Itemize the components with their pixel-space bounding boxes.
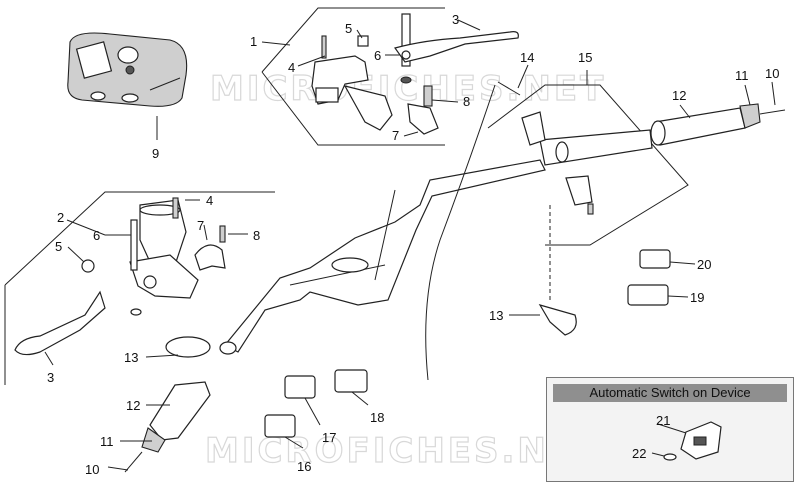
leader-22 <box>651 452 665 457</box>
callout-15: 15 <box>578 50 592 65</box>
callout-4b: 4 <box>206 193 213 208</box>
callout-16: 16 <box>297 459 311 474</box>
callout-12b: 12 <box>126 398 140 413</box>
callout-17: 17 <box>322 430 336 445</box>
cable-end <box>497 81 521 96</box>
throttle-cable <box>425 84 496 381</box>
switch-19 <box>627 284 669 306</box>
frame-1-top <box>261 7 445 73</box>
switch-18 <box>334 369 368 393</box>
callout-10b: 10 <box>85 462 99 477</box>
callouts: 1 2 3 3 4 4 5 5 6 6 7 7 8 8 9 10 10 11 1… <box>47 12 779 477</box>
callout-13a: 13 <box>489 308 503 323</box>
callout-5b: 5 <box>55 239 62 254</box>
frame-1-bottom <box>261 71 445 146</box>
device-washer <box>663 453 677 461</box>
callout-2: 2 <box>57 210 64 225</box>
leader-21 <box>657 423 687 434</box>
callout-1: 1 <box>250 34 257 49</box>
inset-title: Automatic Switch on Device <box>553 384 787 402</box>
callout-7b: 7 <box>197 218 204 233</box>
device-connector <box>693 436 707 446</box>
watermark-bottom: MICROFICHES.NET <box>205 431 601 471</box>
callout-10a: 10 <box>765 66 779 81</box>
callout-6a: 6 <box>374 48 381 63</box>
callout-22: 22 <box>632 446 646 461</box>
cam-left <box>165 336 211 358</box>
callout-12a: 12 <box>672 88 686 103</box>
callout-3b: 3 <box>47 370 54 385</box>
switch-16 <box>264 414 296 438</box>
callout-8a: 8 <box>463 94 470 109</box>
callout-11b: 11 <box>100 434 114 449</box>
callout-11a: 11 <box>735 68 749 83</box>
callout-5a: 5 <box>345 21 352 36</box>
leader-lines <box>44 19 776 471</box>
callout-21: 21 <box>656 413 670 428</box>
callout-4a: 4 <box>288 60 295 75</box>
switch-20 <box>639 249 671 269</box>
callout-7a: 7 <box>392 128 399 143</box>
cam-right <box>538 304 577 336</box>
right-grip-assembly <box>521 103 786 215</box>
watermark-top: MICROFICHES.NET <box>210 69 606 109</box>
callout-14: 14 <box>520 50 534 65</box>
callout-13b: 13 <box>124 350 138 365</box>
master-cylinder-lower <box>14 197 226 356</box>
left-grip-assembly <box>124 381 211 473</box>
callout-9: 9 <box>152 146 159 161</box>
callout-6b: 6 <box>93 228 100 243</box>
callout-19: 19 <box>690 290 704 305</box>
callout-20: 20 <box>697 257 711 272</box>
callout-3a: 3 <box>452 12 459 27</box>
callout-18: 18 <box>370 410 384 425</box>
inset-drawing: 21 22 <box>632 413 722 461</box>
switch-17 <box>284 375 316 399</box>
master-cylinder-upper <box>311 13 519 135</box>
callout-8b: 8 <box>253 228 260 243</box>
reservoir-assembly <box>67 32 188 107</box>
frame-2-top <box>4 191 275 286</box>
handlebar-frame <box>219 159 546 355</box>
